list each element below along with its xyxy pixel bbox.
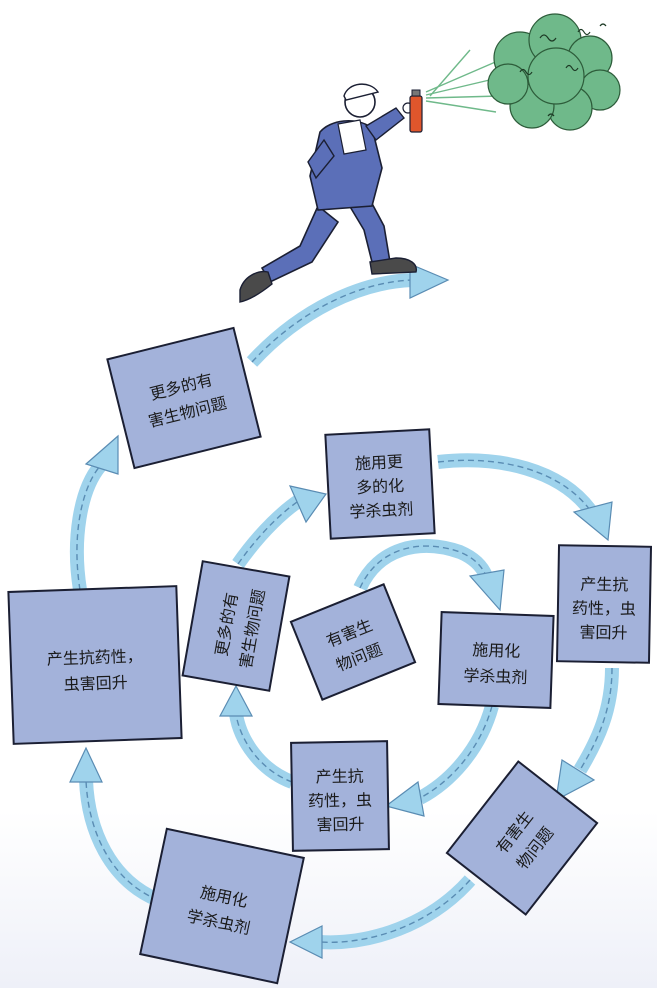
- box-label-line: 药性，虫: [572, 598, 636, 618]
- arrow-mid-apply-to-resistance: [438, 460, 612, 540]
- box-outer-resistance: 产生抗药性， 虫害回升: [8, 586, 181, 744]
- box-outer-more-pest-problems: 更多的有 害生物问题: [107, 328, 260, 468]
- box-outer-apply-insecticide: 施用化 学杀虫剂: [140, 829, 304, 983]
- box-label-line: 施用化: [472, 640, 521, 661]
- box-mid-apply-more-insecticide: 施用更 多的化 学杀虫剂: [325, 429, 434, 538]
- box-label-line: 虫害回升: [63, 673, 128, 694]
- box-label-line: 多的化: [356, 476, 405, 497]
- arrow-outer-resistance-to-more-pests: [77, 436, 118, 590]
- box-label-line: 学杀虫剂: [349, 499, 414, 521]
- farmer-front-shoe: [370, 258, 416, 274]
- box-label-line: 害回升: [579, 623, 627, 643]
- arrow-inner-apply-to-resistance: [386, 706, 492, 816]
- box-inner-apply-insecticide: 施用化 学杀虫剂: [438, 612, 553, 708]
- box-inner-resistance: 产生抗 药性，虫 害回升: [291, 741, 389, 851]
- box-mid-resistance: 产生抗 药性，虫 害回升: [557, 545, 651, 663]
- box-mid-more-pest-problems: 更多的有 害生物问题: [183, 561, 290, 691]
- box-label-line: 施用更: [354, 452, 403, 473]
- spray-cloud-illustration: [426, 14, 620, 130]
- farmer-back-shoe: [240, 272, 272, 302]
- box-label-line: 学杀虫剂: [463, 666, 528, 687]
- spray-can-nozzle: [412, 90, 420, 96]
- box-label-line: 产生抗: [580, 575, 628, 595]
- arrow-outer-insecticide-to-resistance: [70, 748, 158, 900]
- farmer-back-leg: [262, 206, 338, 282]
- spray-can-icon: [410, 96, 422, 132]
- box-inner-pest-problem: 有害生 物问题: [291, 584, 415, 699]
- arrow-mid-resistance-to-pests: [556, 668, 612, 800]
- arrow-mid-more-pests-to-apply-more: [238, 486, 326, 564]
- box-label-line: 产生抗药性，: [46, 646, 143, 668]
- box-label-line: 害回升: [316, 815, 364, 835]
- spray-cloud: [488, 14, 620, 130]
- box-label-line: 产生抗: [315, 767, 363, 787]
- running-farmer-figure: [240, 84, 422, 302]
- arrow-inner-resistance-to-more-pests: [220, 686, 292, 782]
- arrow-outer-to-runner: [252, 264, 448, 362]
- box-label-line: 药性，虫: [308, 790, 372, 810]
- arrow-mid-pests-to-outer-apply: [290, 880, 470, 958]
